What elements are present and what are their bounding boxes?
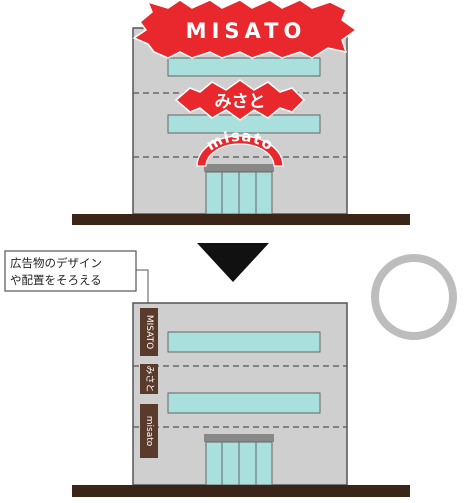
top-ground bbox=[72, 214, 410, 225]
bottom-ground bbox=[72, 485, 410, 497]
down-triangle-icon bbox=[197, 243, 269, 282]
top-window-1 bbox=[167, 57, 321, 77]
vertical-sign-1-text: MISATO bbox=[144, 315, 154, 349]
bottom-window-2 bbox=[167, 392, 321, 414]
callout-line-2: や配置をそろえる bbox=[10, 273, 102, 287]
roof-sign-text: MISATO bbox=[186, 19, 307, 43]
vertical-sign-3 bbox=[140, 404, 158, 458]
bottom-door-canopy bbox=[204, 434, 274, 442]
callout-box bbox=[4, 250, 137, 292]
bottom-building: MISATO みさと misato bbox=[72, 302, 410, 497]
bottom-window-1 bbox=[167, 331, 321, 353]
callout-line-1: 広告物のデザイン bbox=[10, 256, 102, 270]
vertical-sign-2-text: みさと bbox=[144, 365, 155, 392]
callout-leader bbox=[136, 269, 149, 308]
arch-sign bbox=[196, 135, 284, 167]
circle-ok-icon bbox=[371, 254, 457, 340]
middle-sign-text: みさと bbox=[215, 92, 266, 112]
middle-sign-burst bbox=[174, 79, 306, 121]
top-building: MISATO みさと misato bbox=[72, 0, 410, 225]
vertical-sign-1 bbox=[140, 308, 158, 356]
vertical-sign-2 bbox=[140, 364, 158, 394]
roof-sign-burst bbox=[132, 0, 358, 59]
callout: 広告物のデザイン や配置をそろえる bbox=[4, 250, 149, 308]
vertical-sign-3-text: misato bbox=[144, 416, 154, 447]
top-door-canopy bbox=[204, 164, 274, 172]
